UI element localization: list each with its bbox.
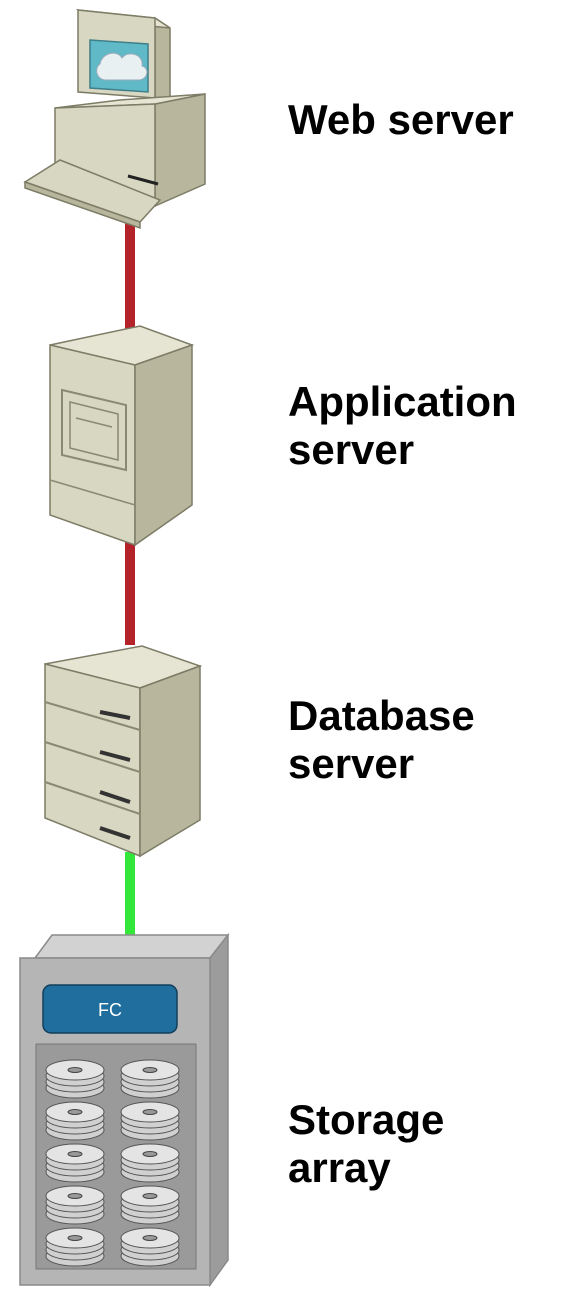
node-label-line: server bbox=[288, 740, 415, 787]
node-label-application-server: Application server bbox=[288, 378, 517, 474]
disk-grid bbox=[45, 1059, 180, 1267]
disk-stack-icon bbox=[45, 1185, 105, 1225]
node-label-line: Web server bbox=[288, 96, 514, 143]
disk-stack-icon bbox=[120, 1143, 180, 1183]
fc-label: FC bbox=[98, 1000, 122, 1020]
rack-server-icon bbox=[44, 645, 203, 858]
node-label-line: array bbox=[288, 1144, 391, 1191]
node-label-web-server: Web server bbox=[288, 96, 514, 144]
node-label-line: Database bbox=[288, 692, 475, 739]
node-label-database-server: Database server bbox=[288, 692, 475, 788]
node-label-line: server bbox=[288, 426, 415, 473]
disk-stack-icon bbox=[120, 1101, 180, 1141]
node-label-line: Application bbox=[288, 378, 517, 425]
disk-stack-icon bbox=[120, 1185, 180, 1225]
disk-stack-icon bbox=[120, 1227, 180, 1267]
tower-server-icon bbox=[49, 325, 195, 547]
disk-stack-icon bbox=[45, 1227, 105, 1267]
storage-array-icon: FC bbox=[19, 932, 230, 1288]
disk-stack-icon bbox=[45, 1059, 105, 1099]
fc-controller-panel bbox=[42, 984, 178, 1034]
node-label-line: Storage bbox=[288, 1096, 445, 1143]
disk-stack-icon bbox=[45, 1101, 105, 1141]
desktop-computer-icon bbox=[23, 9, 206, 230]
disk-stack-icon bbox=[45, 1143, 105, 1183]
node-label-storage-array: Storage array bbox=[288, 1096, 444, 1192]
disk-stack-icon bbox=[120, 1059, 180, 1099]
